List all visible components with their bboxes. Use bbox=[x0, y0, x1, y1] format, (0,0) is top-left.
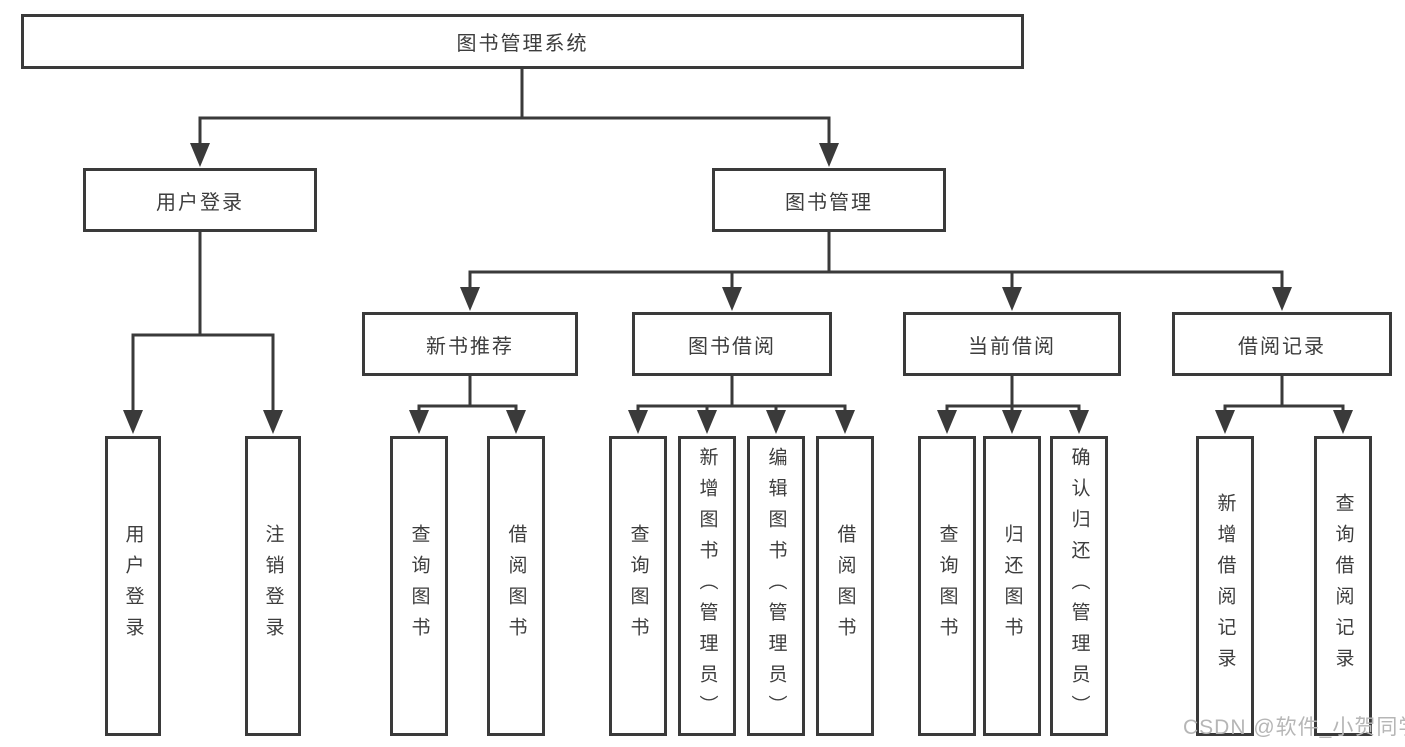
node-book-borrowing: 图书借阅 bbox=[632, 312, 832, 376]
node-book-management: 图书管理 bbox=[712, 168, 946, 232]
node-current-borrowing: 当前借阅 bbox=[903, 312, 1121, 376]
leaf-query-books-under-current: 查询图书 bbox=[918, 436, 976, 736]
node-user-login: 用户登录 bbox=[83, 168, 317, 232]
node-root-library-system: 图书管理系统 bbox=[21, 14, 1024, 69]
arrowheads bbox=[123, 143, 1353, 434]
leaf-borrow-books-under-borrowing: 借阅图书 bbox=[816, 436, 874, 736]
node-book-borrowing-label: 图书借阅 bbox=[688, 335, 776, 358]
leaf-return-books-label: 归还图书 bbox=[1001, 524, 1023, 648]
node-new-book-recommendation: 新书推荐 bbox=[362, 312, 578, 376]
leaf-add-books-admin: 新增图书（管理员） bbox=[678, 436, 736, 736]
node-new-book-recommendation-label: 新书推荐 bbox=[426, 335, 514, 358]
leaf-query-borrow-record: 查询借阅记录 bbox=[1314, 436, 1372, 736]
leaf-user-login: 用户登录 bbox=[105, 436, 161, 736]
leaf-query-books-2-label: 查询图书 bbox=[627, 524, 649, 648]
leaf-query-books-3-label: 查询图书 bbox=[936, 524, 958, 648]
node-user-login-label: 用户登录 bbox=[156, 191, 244, 214]
leaf-borrow-books-under-recommendation: 借阅图书 bbox=[487, 436, 545, 736]
leaf-add-borrow-record-label: 新增借阅记录 bbox=[1214, 493, 1236, 679]
node-book-management-label: 图书管理 bbox=[785, 191, 873, 214]
leaf-confirm-return-admin-label: 确认归还（管理员） bbox=[1068, 446, 1090, 726]
leaf-add-books-admin-label: 新增图书（管理员） bbox=[696, 446, 718, 726]
leaf-query-books-under-borrowing: 查询图书 bbox=[609, 436, 667, 736]
node-root-label: 图书管理系统 bbox=[456, 33, 589, 55]
leaf-query-books-1-label: 查询图书 bbox=[408, 524, 430, 648]
leaf-edit-books-admin-label: 编辑图书（管理员） bbox=[765, 446, 787, 726]
leaf-confirm-return-admin: 确认归还（管理员） bbox=[1050, 436, 1108, 736]
leaf-edit-books-admin: 编辑图书（管理员） bbox=[747, 436, 805, 736]
node-borrowing-records-label: 借阅记录 bbox=[1238, 335, 1326, 358]
watermark: CSDN @软件_小贺同学 bbox=[1183, 716, 1405, 739]
leaf-logout: 注销登录 bbox=[245, 436, 301, 736]
leaf-user-login-label: 用户登录 bbox=[122, 524, 144, 648]
node-current-borrowing-label: 当前借阅 bbox=[968, 335, 1056, 358]
leaf-add-borrow-record: 新增借阅记录 bbox=[1196, 436, 1254, 736]
leaf-query-books-under-recommendation: 查询图书 bbox=[390, 436, 448, 736]
leaf-borrow-books-2-label: 借阅图书 bbox=[834, 524, 856, 648]
leaf-return-books: 归还图书 bbox=[983, 436, 1041, 736]
node-borrowing-records: 借阅记录 bbox=[1172, 312, 1392, 376]
leaf-query-borrow-record-label: 查询借阅记录 bbox=[1332, 493, 1354, 679]
leaf-borrow-books-1-label: 借阅图书 bbox=[505, 524, 527, 648]
leaf-logout-label: 注销登录 bbox=[262, 524, 284, 648]
